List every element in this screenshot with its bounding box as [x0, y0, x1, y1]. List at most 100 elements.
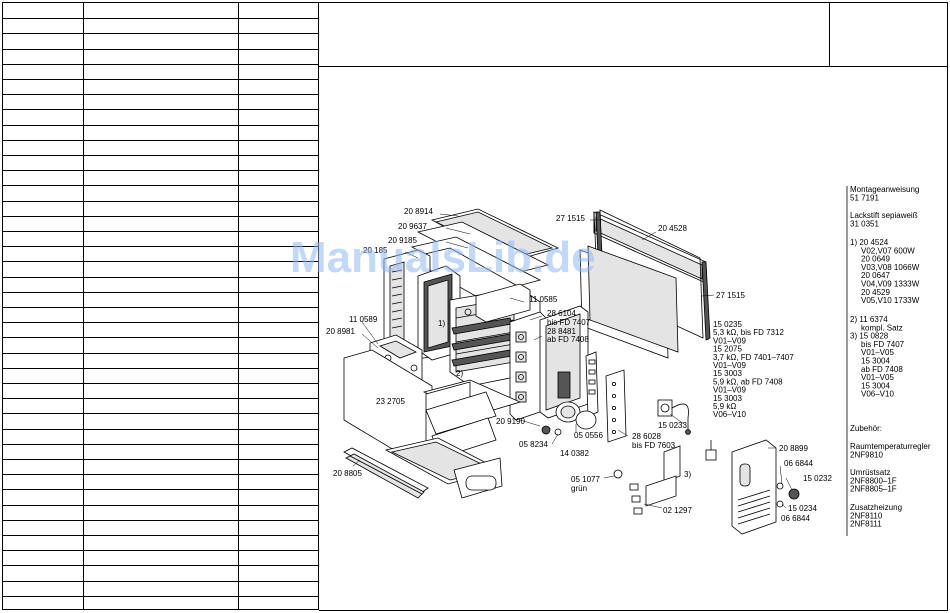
note-line: Lackstift sepiaweiß	[850, 211, 918, 220]
label-27-1515-top: 27 1515	[556, 214, 585, 223]
variant-line: V06–V10	[713, 410, 746, 419]
variant-line: V01–V09	[713, 361, 746, 370]
table-row	[3, 291, 318, 293]
small-fasteners	[613, 469, 677, 515]
table-row	[3, 170, 318, 172]
note-line: ab FD 7408	[861, 365, 903, 374]
label-15-0232: 15 0232	[803, 474, 832, 483]
note-line: V01–V05	[861, 373, 894, 382]
table-row	[3, 18, 318, 20]
table-row	[3, 94, 318, 96]
note-line: 20 0647	[861, 271, 890, 280]
grille-frame-assembly	[579, 209, 711, 359]
table-row	[3, 79, 318, 80]
note-line: Zusatzheizung	[850, 503, 902, 512]
table-row	[3, 595, 318, 597]
table-row	[3, 550, 318, 552]
table-row	[3, 185, 318, 187]
label-20-9637: 20 9637	[398, 222, 427, 231]
label-20-9190: 20 9190	[496, 417, 525, 426]
note-line: 2NF8111	[850, 520, 882, 529]
table-row	[3, 307, 318, 308]
note-line: 3) 15 0828	[850, 332, 889, 341]
table-row	[3, 276, 318, 278]
variant-line: V01–V09	[713, 336, 746, 345]
label-05-1077: 05 1077	[571, 475, 600, 484]
table-row	[3, 565, 318, 567]
note-line: V02,V07 600W	[861, 246, 915, 255]
bottom-grille	[343, 447, 429, 499]
label-28-8481: 28 8481	[547, 327, 576, 336]
table-row	[3, 474, 318, 476]
variant-line: V01–V09	[713, 386, 746, 395]
label-20-185: 20 185	[363, 246, 388, 255]
label-27-1515-right: 27 1515	[716, 291, 745, 300]
variant-line: 5,9 kΩ, ab FD 7408	[713, 377, 783, 386]
label-06-6844-b: 06 6844	[781, 514, 810, 523]
watermark: ManualsLib.de	[290, 233, 596, 282]
part-number-labels: 20 8914 20 9637 20 9185 20 185 27 1515 2…	[326, 207, 832, 523]
note-line: V05,V10 1733W	[861, 296, 920, 305]
label-28-6028: 28 6028	[632, 432, 661, 441]
label-bis-fd-7407: bis FD 7407	[547, 318, 591, 327]
fan-motor	[541, 401, 597, 436]
table-row	[3, 352, 318, 354]
note-line: V06–V10	[861, 390, 894, 399]
label-11-0585: 11 0585	[529, 295, 558, 304]
table-row	[3, 155, 318, 156]
variant-line: 15 0235	[713, 320, 742, 329]
title-block-divider	[829, 3, 830, 66]
table-row	[3, 109, 318, 111]
table-row	[3, 428, 318, 430]
label-gruen: grün	[571, 484, 587, 493]
note-line: Zubehör:	[850, 424, 882, 433]
label-20-4528: 20 4528	[658, 224, 687, 233]
label-20-8899: 20 8899	[779, 444, 808, 453]
label-ab-fd-7408: ab FD 7408	[547, 335, 589, 344]
rear-housing	[383, 249, 461, 363]
table-row	[3, 398, 318, 400]
table-row	[3, 367, 318, 369]
label-note-2: 2)	[456, 369, 463, 378]
label-05-0556: 05 0556	[574, 431, 603, 440]
label-06-6844-a: 06 6844	[784, 459, 813, 468]
front-cover-and-base	[343, 334, 522, 499]
label-20-8914: 20 8914	[404, 207, 433, 216]
note-line: 2NF8110	[850, 511, 883, 520]
note-line: V04,V09 1333W	[861, 280, 920, 289]
note-line: 15 3004	[861, 357, 890, 366]
table-row	[3, 383, 318, 384]
note-line: 15 3004	[861, 381, 890, 390]
table-row	[3, 246, 318, 248]
note-line: 1) 20 4524	[850, 238, 889, 247]
note-line: 20 4529	[861, 288, 890, 297]
note-line: 2NF8800–1F	[850, 476, 897, 485]
table-row	[3, 139, 318, 141]
table-row	[3, 519, 318, 521]
label-11-0589: 11 0589	[349, 315, 378, 324]
variant-line: 3,7 kΩ, FD 7401–7407	[713, 353, 794, 362]
table-row	[3, 459, 318, 460]
title-block	[319, 2, 948, 67]
note-line: Montageanweisung	[850, 185, 919, 194]
label-14-0382: 14 0382	[560, 449, 589, 458]
label-note-3: 3)	[684, 470, 691, 479]
label-20-9185: 20 9185	[388, 236, 417, 245]
parts-list-table	[2, 2, 319, 610]
variant-line: 5,9 kΩ	[713, 402, 736, 411]
note-line: 2NF8805–1F	[850, 485, 897, 494]
note-line: 2NF9810	[850, 450, 883, 459]
table-row	[3, 261, 318, 263]
label-28-6104: 28 6104	[547, 309, 576, 318]
top-cover-parts	[406, 208, 560, 304]
table-row	[3, 124, 318, 126]
table-row	[3, 231, 318, 232]
leader-lines	[352, 213, 793, 509]
note-line: Raumtemperaturregler	[850, 442, 931, 451]
note-line: Umrüstsatz	[850, 468, 890, 477]
note-line: 2) 11 6374	[850, 315, 888, 324]
control-board	[585, 351, 627, 443]
